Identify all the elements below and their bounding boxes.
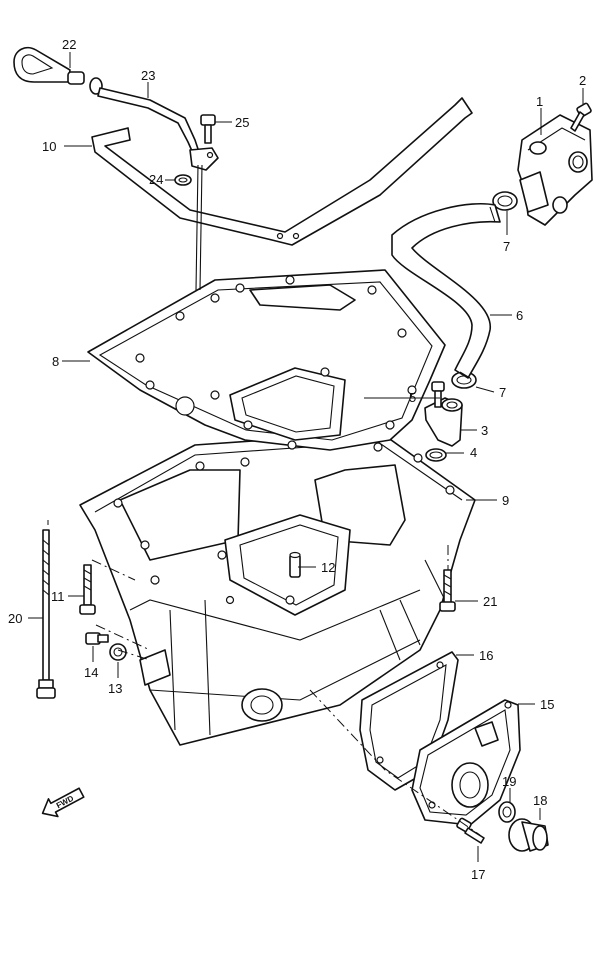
- bolt-21: [439, 569, 456, 612]
- o-ring-24: [174, 174, 192, 186]
- callout-7-lower: 7: [499, 385, 506, 400]
- washer-19: [498, 801, 516, 823]
- bolt-25: [200, 114, 216, 144]
- hose-clamp-upper: [492, 191, 518, 211]
- callout-17: 17: [471, 867, 485, 882]
- callout-5: 5: [409, 390, 416, 405]
- callout-13: 13: [108, 681, 122, 696]
- callout-labels: 22 23 25 10 24 2 1 7 6 8 7 5 3 4 9 12 11…: [8, 37, 586, 882]
- callout-1: 1: [536, 94, 543, 109]
- callout-4: 4: [470, 445, 477, 460]
- side-cover: [411, 699, 521, 826]
- drain-bolt-14: [85, 632, 109, 645]
- bolt-2: [570, 102, 592, 132]
- long-bolt-20: [36, 529, 56, 699]
- hose-elbow: [424, 397, 463, 447]
- dipstick-assembly: [13, 46, 219, 291]
- reference-lines: [47, 520, 481, 836]
- callout-23: 23: [141, 68, 155, 83]
- callout-2: 2: [579, 73, 586, 88]
- callout-12: 12: [321, 560, 335, 575]
- callout-19: 19: [502, 774, 516, 789]
- callout-14: 14: [84, 665, 98, 680]
- callout-18: 18: [533, 793, 547, 808]
- o-ring-4: [425, 448, 447, 462]
- breather-cover: [517, 114, 593, 226]
- callout-20: 20: [8, 611, 22, 626]
- callout-22: 22: [62, 37, 76, 52]
- callout-10: 10: [42, 139, 56, 154]
- callout-21: 21: [483, 594, 497, 609]
- oil-pan: [79, 431, 476, 746]
- bolt-11: [79, 564, 96, 615]
- callout-6: 6: [516, 308, 523, 323]
- callout-11: 11: [51, 589, 65, 604]
- callout-7-upper: 7: [503, 239, 510, 254]
- bolt-5: [431, 381, 445, 408]
- fwd-arrow-icon: FWD: [41, 787, 85, 818]
- callout-3: 3: [481, 423, 488, 438]
- callout-16: 16: [479, 648, 493, 663]
- callout-9: 9: [502, 493, 509, 508]
- filler-plug-18: [508, 818, 549, 852]
- breather-hose: [391, 202, 501, 379]
- callout-8: 8: [52, 354, 59, 369]
- bracket-strip: [91, 97, 473, 246]
- callout-15: 15: [540, 697, 554, 712]
- callout-24: 24: [149, 172, 163, 187]
- leader-lines: [28, 52, 584, 862]
- callout-25: 25: [235, 115, 249, 130]
- oil-pan-gasket: [87, 269, 446, 451]
